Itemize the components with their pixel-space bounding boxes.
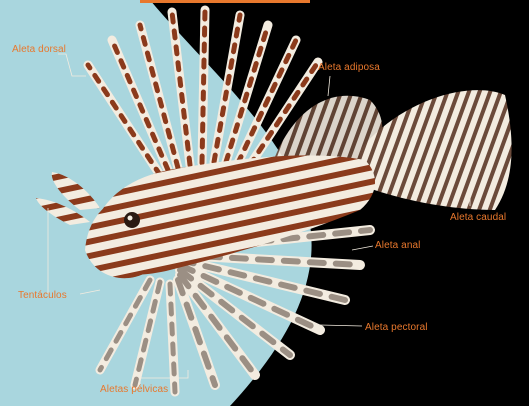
- label-aleta-pectoral: Aleta pectoral: [365, 322, 428, 333]
- label-aleta-adiposa: Aleta adiposa: [318, 62, 380, 73]
- label-aleta-anal: Aleta anal: [375, 240, 420, 251]
- label-aleta-dorsal: Aleta dorsal: [12, 44, 66, 55]
- label-aleta-caudal: Aleta caudal: [450, 212, 506, 223]
- top-accent-line: [140, 0, 310, 3]
- label-aletas-pelvicas: Aletas pélvicas: [100, 384, 168, 395]
- eye: [124, 212, 140, 228]
- label-tentaculos: Tentáculos: [18, 290, 67, 301]
